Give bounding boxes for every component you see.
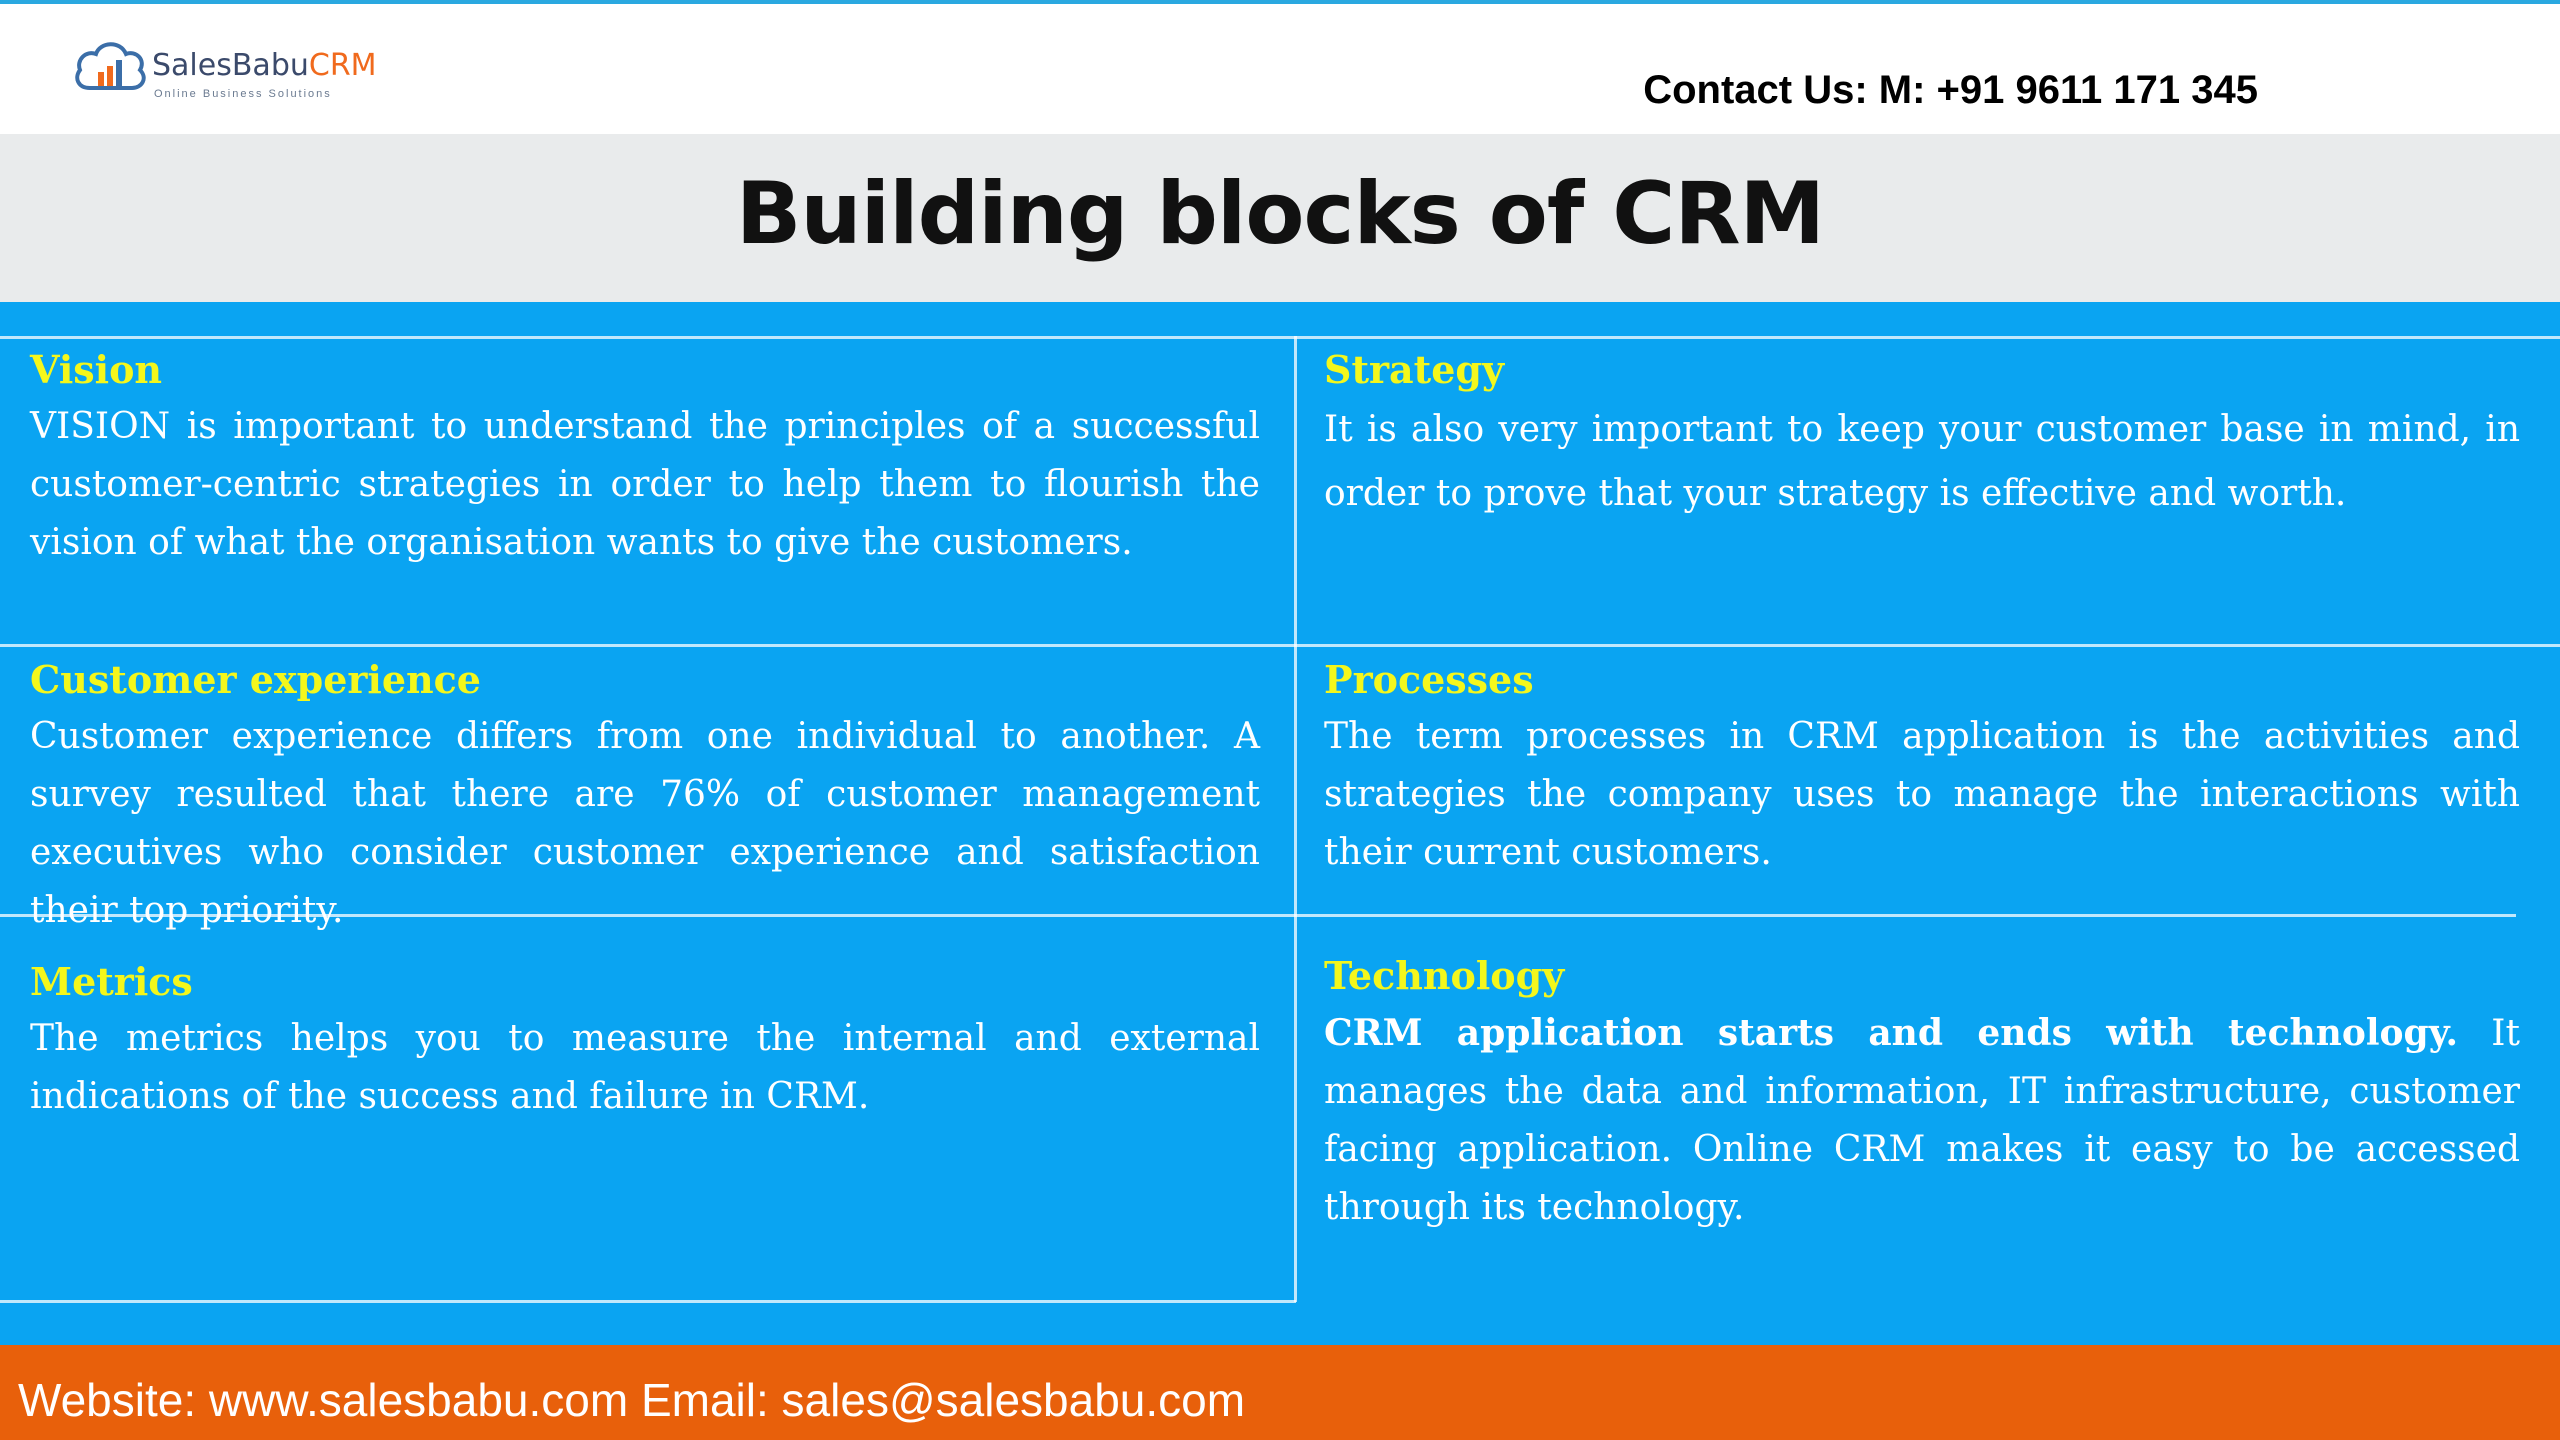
footer: Website: www.salesbabu.com Email: sales@… [0, 1345, 2560, 1440]
technology-text-bold: CRM application starts and ends with tec… [1324, 1012, 2459, 1054]
metrics-text: The metrics helps you to measure the int… [30, 1018, 1260, 1117]
top-accent-line [0, 0, 2560, 4]
title-bar: Building blocks of CRM [0, 134, 2560, 302]
strategy-block: Strategy It is also very important to ke… [1324, 344, 2520, 526]
grid-rule-bottom [0, 1300, 1296, 1303]
cloud-chart-icon [75, 42, 146, 90]
processes-heading: Processes [1324, 657, 1534, 702]
vision-block: Vision VISION is important to understand… [30, 344, 1260, 572]
technology-text-rest: It manages the data and information, IT … [1324, 1013, 2520, 1228]
logo[interactable]: SalesBabuCRM Online Business Solutions [72, 34, 377, 114]
logo-name: SalesBabuCRM [152, 48, 377, 83]
logo-tagline: Online Business Solutions [154, 88, 332, 100]
metrics-block: Metrics The metrics helps you to measure… [30, 956, 1260, 1126]
footer-contact: Website: www.salesbabu.com Email: sales@… [18, 1374, 1246, 1426]
metrics-heading: Metrics [30, 959, 193, 1004]
grid-rule-top [0, 336, 2560, 339]
header: SalesBabuCRM Online Business Solutions C… [0, 4, 2560, 134]
page-title: Building blocks of CRM [735, 164, 1825, 264]
contact-info: Contact Us: M: +91 9611 171 345 [1643, 68, 2258, 112]
customer-experience-block: Customer experience Customer experience … [30, 654, 1260, 940]
customer-experience-text: Customer experience differs from one ind… [30, 716, 1260, 931]
vision-text: VISION is important to understand the pr… [30, 406, 1260, 563]
grid-rule-row1 [0, 644, 2560, 647]
grid-rule-vertical [1294, 336, 1297, 1302]
vision-heading: Vision [30, 347, 163, 392]
processes-text: The term processes in CRM application is… [1324, 716, 2520, 873]
customer-experience-heading: Customer experience [30, 657, 481, 702]
strategy-heading: Strategy [1324, 347, 1505, 392]
strategy-text: It is also very important to keep your c… [1324, 409, 2520, 514]
grid-rule-row2 [0, 914, 2516, 917]
logo-name-part1: SalesBabu [152, 48, 309, 83]
processes-block: Processes The term processes in CRM appl… [1324, 654, 2520, 882]
technology-block: Technology CRM application starts and en… [1324, 950, 2520, 1237]
content-panel: Vision VISION is important to understand… [0, 302, 2560, 1345]
technology-heading: Technology [1324, 953, 1565, 998]
logo-name-part2: CRM [308, 48, 377, 83]
technology-text: CRM application starts and ends with tec… [1324, 1004, 2520, 1237]
